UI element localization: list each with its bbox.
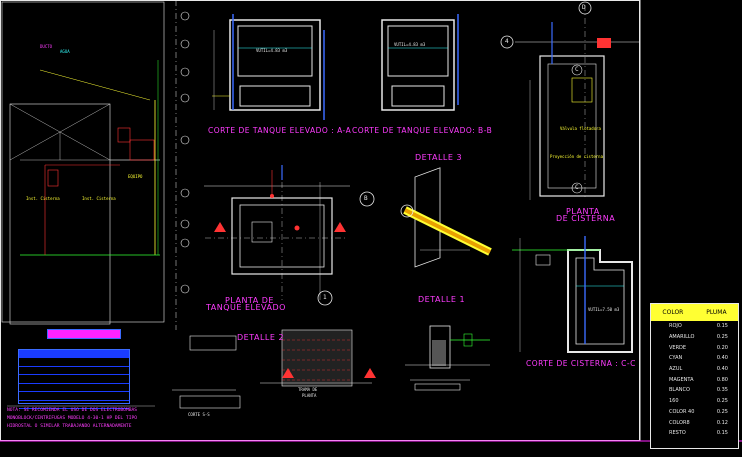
title-planta-cisterna: PLANTA [566, 207, 600, 216]
scale-bar [47, 329, 121, 339]
svg-text:Inst. Cisterna: Inst. Cisterna [26, 196, 60, 201]
pen-table-header: COLOR PLUMA [651, 304, 738, 321]
svg-text:VUTIL=4.83 m3: VUTIL=4.83 m3 [256, 48, 288, 53]
label-corte-ss: CORTE S-S [188, 412, 210, 417]
detail-3 [400, 167, 492, 268]
svg-text:Válvula flotadora: Válvula flotadora [560, 126, 602, 131]
legend-table [18, 349, 130, 409]
bubble-d: D [582, 4, 586, 11]
tank-plan [204, 165, 375, 306]
title-planta-tanque-2: TANQUE ELEVADO [206, 303, 286, 312]
title-detalle-1: DETALLE 1 [418, 295, 466, 304]
legend-row [19, 384, 129, 392]
label-agua: AGUA [60, 49, 70, 54]
pen-header-color: COLOR [662, 309, 684, 316]
cistern-plan: Válvula flotadora Proyección de cisterna [500, 1, 640, 200]
bubble-1: 1 [323, 294, 327, 301]
site-plan: DUCTO Inst. Cisterna Inst. Cisterna EQUI… [1, 1, 165, 325]
title-detalle-2: DETALLE 2 [237, 333, 285, 342]
svg-text:VUTIL=7.50 m3: VUTIL=7.50 m3 [588, 307, 620, 312]
svg-text:EQUIPO: EQUIPO [128, 174, 143, 179]
svg-text:VUTIL=4.83 m3: VUTIL=4.83 m3 [394, 42, 426, 47]
bubble-c-bot: C [575, 184, 579, 191]
svg-text:Inst. Cisterna: Inst. Cisterna [82, 196, 116, 201]
note-line-2: MONOBLOCK/CENTRIFUGAS MODELO 4-30-1 HP D… [7, 416, 137, 421]
legend-row [19, 401, 129, 409]
title-planta-cisterna-2: DE CISTERNA [556, 214, 616, 223]
label-planta: PLANTA [302, 393, 317, 398]
pen-header-pluma: PLUMA [706, 309, 727, 316]
label-trama: TRAMA DE [298, 387, 318, 392]
cistern-section: VUTIL=7.50 m3 [512, 236, 633, 353]
bubble-b: B [364, 195, 368, 202]
title-detalle-3: DETALLE 3 [415, 153, 463, 162]
note-line-3: HIDROSTAL O SIMILAR TRABAJANDO ALTERNADA… [7, 424, 132, 429]
note-line-1: NOTA: SE RECOMIENDA EL USO DE DOS ELECTR… [7, 408, 137, 413]
tank-section-a: VUTIL=4.83 m3 [212, 14, 325, 120]
legend-header [19, 350, 129, 358]
tank-section-b: VUTIL=4.83 m3 [381, 14, 459, 111]
axis-markers [175, 0, 190, 330]
legend-row [19, 367, 129, 375]
title-corte-cisterna: CORTE DE CISTERNA : C-C [526, 359, 636, 368]
svg-text:DUCTO: DUCTO [40, 44, 53, 49]
bubble-c-top: C [575, 66, 579, 73]
legend-row [19, 375, 129, 384]
svg-text:Proyección de cisterna: Proyección de cisterna [550, 154, 604, 159]
title-corte-b: CORTE DE TANQUE ELEVADO: B-B [352, 126, 493, 135]
title-corte-a: CORTE DE TANQUE ELEVADO : A-A [208, 126, 352, 135]
detail-1 [405, 325, 490, 369]
legend-row [19, 358, 129, 367]
bubble-4: 4 [505, 38, 509, 45]
detail-2 [172, 329, 470, 409]
legend-row [19, 392, 129, 401]
title-planta-tanque: PLANTA DE [225, 296, 274, 305]
